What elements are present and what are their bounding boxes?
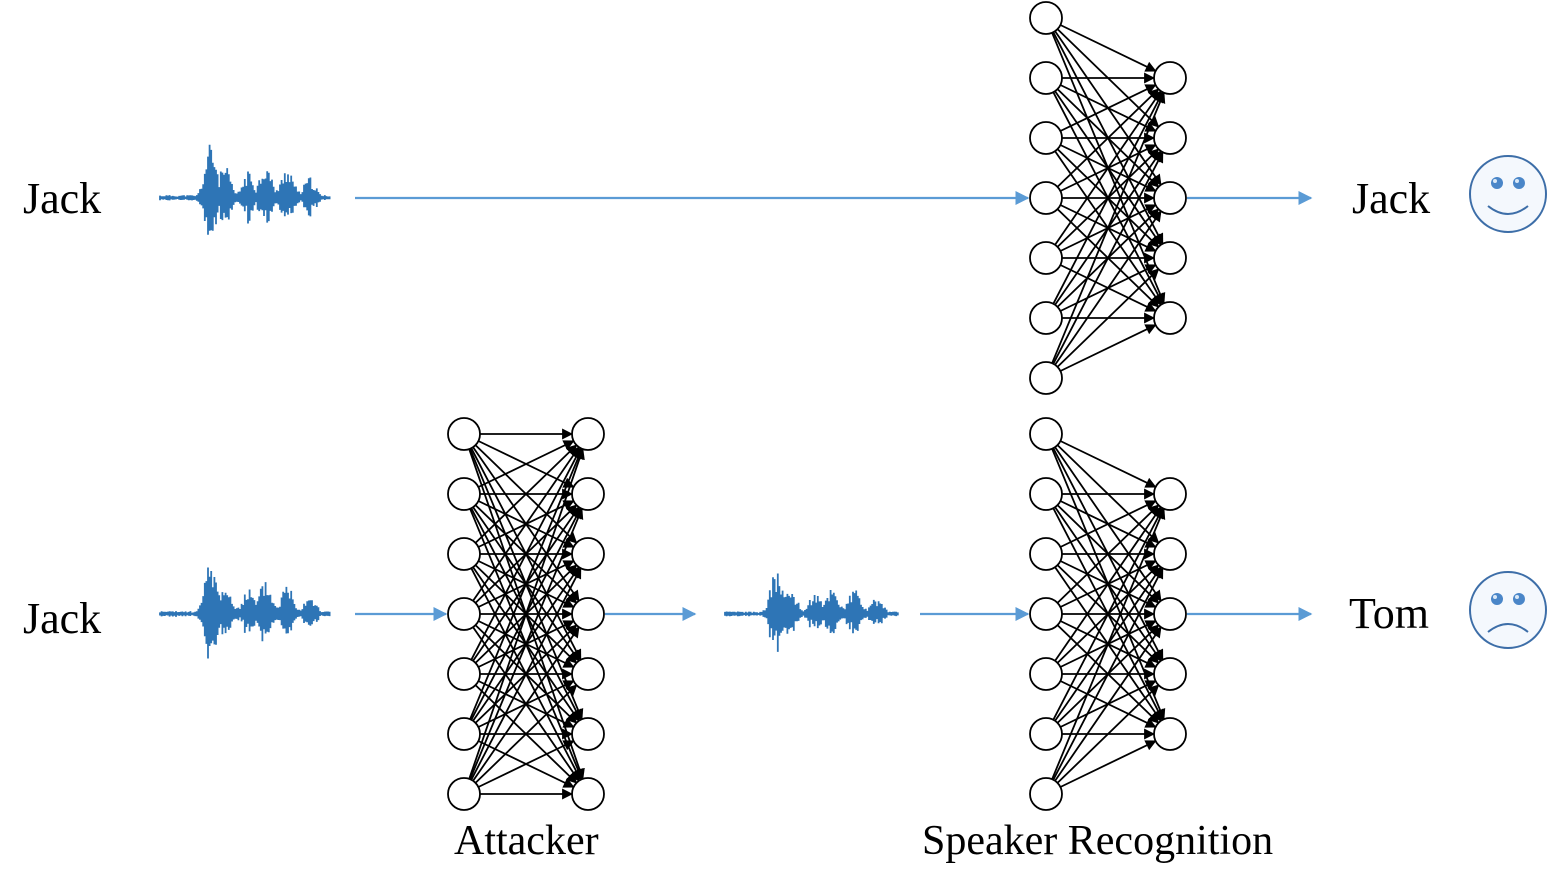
input-neuron bbox=[1029, 537, 1063, 571]
input-neuron bbox=[1029, 301, 1063, 335]
network-connection bbox=[472, 446, 580, 602]
input-neuron bbox=[447, 597, 481, 631]
input-neuron bbox=[447, 417, 481, 451]
top-speaker-recognition-network bbox=[1029, 1, 1187, 395]
network-connection bbox=[1060, 84, 1157, 132]
output-neuron bbox=[1153, 657, 1187, 691]
waveforms bbox=[159, 144, 899, 659]
output-neuron bbox=[571, 477, 605, 511]
top-output-speaker-label: Jack bbox=[1352, 174, 1431, 223]
output-neuron bbox=[1153, 301, 1187, 335]
input-neuron bbox=[1029, 61, 1063, 95]
network-connection bbox=[468, 448, 585, 780]
output-neuron bbox=[1153, 477, 1187, 511]
output-neuron bbox=[571, 717, 605, 751]
network-connection bbox=[478, 740, 575, 788]
output-neuron bbox=[571, 777, 605, 811]
network-connection bbox=[1056, 268, 1160, 368]
input-neuron bbox=[1029, 241, 1063, 275]
network-connection bbox=[1054, 210, 1162, 366]
attacker-label: Attacker bbox=[454, 818, 599, 864]
input-neuron bbox=[1029, 597, 1063, 631]
top-input-waveform bbox=[159, 144, 331, 235]
input-neuron bbox=[1029, 121, 1063, 155]
network-connection bbox=[1051, 91, 1166, 364]
network-connection bbox=[470, 567, 582, 781]
input-neuron bbox=[447, 657, 481, 691]
network-connection bbox=[1060, 324, 1157, 372]
network-connection bbox=[1054, 90, 1162, 246]
adversarial-waveform bbox=[724, 573, 899, 652]
network-connection bbox=[474, 444, 578, 544]
neural-networks bbox=[447, 1, 1187, 811]
input-neuron bbox=[1029, 1, 1063, 35]
input-neuron bbox=[447, 777, 481, 811]
speaker-recognition-label: Speaker Recognition bbox=[922, 818, 1274, 864]
sad-face-icon bbox=[1469, 571, 1547, 649]
output-neuron bbox=[1153, 61, 1187, 95]
network-connection bbox=[1052, 91, 1164, 305]
output-neuron bbox=[1153, 717, 1187, 751]
input-neuron bbox=[1029, 777, 1063, 811]
bottom-input-waveform bbox=[159, 567, 331, 659]
network-connection bbox=[1054, 626, 1162, 782]
network-connection bbox=[1052, 567, 1164, 781]
output-neuron bbox=[571, 597, 605, 631]
bottom-speaker-recognition-network bbox=[1029, 417, 1187, 811]
network-connection bbox=[1051, 507, 1166, 780]
network-connection bbox=[470, 447, 582, 661]
network-connection bbox=[1060, 740, 1157, 788]
bottom-input-speaker-label: Jack bbox=[23, 594, 102, 643]
network-connection bbox=[1060, 500, 1157, 548]
input-neuron bbox=[1029, 417, 1063, 451]
smiley-face-icon bbox=[1469, 155, 1547, 233]
output-neuron bbox=[571, 537, 605, 571]
top-input-speaker-label: Jack bbox=[23, 174, 102, 223]
network-connection bbox=[478, 440, 575, 488]
network-connection bbox=[1056, 88, 1160, 188]
network-connection bbox=[474, 684, 578, 784]
network-connection bbox=[1052, 507, 1164, 721]
face-icons bbox=[1469, 155, 1547, 649]
network-connection bbox=[1060, 24, 1157, 72]
network-connection bbox=[1056, 504, 1160, 604]
input-neuron bbox=[447, 537, 481, 571]
network-connection bbox=[1056, 684, 1160, 784]
input-neuron bbox=[1029, 361, 1063, 395]
output-neuron bbox=[1153, 121, 1187, 155]
output-neuron bbox=[1153, 181, 1187, 215]
output-neuron bbox=[1153, 537, 1187, 571]
attacker-network bbox=[447, 417, 605, 811]
input-neuron bbox=[447, 717, 481, 751]
input-neuron bbox=[1029, 717, 1063, 751]
output-neuron bbox=[1153, 241, 1187, 275]
network-connection bbox=[469, 507, 584, 780]
network-connection bbox=[472, 626, 580, 782]
input-neuron bbox=[1029, 657, 1063, 691]
flow-arrows bbox=[355, 191, 1313, 621]
network-connection bbox=[469, 447, 584, 720]
input-neuron bbox=[447, 477, 481, 511]
input-neuron bbox=[1029, 181, 1063, 215]
network-connection bbox=[1054, 506, 1162, 662]
output-neuron bbox=[571, 417, 605, 451]
network-connection bbox=[1060, 440, 1157, 488]
network-connection bbox=[1052, 151, 1164, 365]
output-neuron bbox=[1153, 597, 1187, 631]
output-neuron bbox=[571, 657, 605, 691]
input-neuron bbox=[1029, 477, 1063, 511]
bottom-output-speaker-label: Tom bbox=[1349, 589, 1430, 638]
